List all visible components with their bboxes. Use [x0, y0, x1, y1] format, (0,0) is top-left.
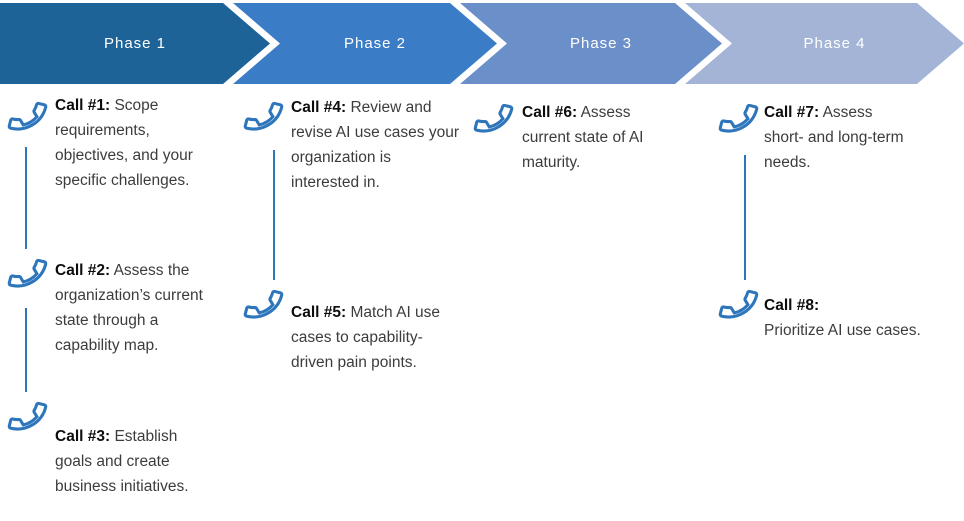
- call-5-label: Call #5:: [291, 304, 347, 321]
- phase-4-chevron: Phase 4: [685, 3, 964, 84]
- call-7-text: Call #7: Assess short- and long-term nee…: [764, 100, 914, 175]
- call-4-label: Call #4:: [291, 99, 347, 116]
- call-8-label: Call #8:: [764, 297, 820, 314]
- call-5-text: Call #5: Match AI use cases to capabilit…: [291, 300, 461, 375]
- call-3-text: Call #3: Establish goals and create busi…: [55, 424, 205, 499]
- phone-icon: [243, 101, 284, 131]
- connector-line: [25, 308, 27, 392]
- phone-icon: [7, 101, 48, 131]
- call-2-description: Assess the organization’s current state …: [55, 262, 203, 354]
- phase-3-chevron: Phase 3: [460, 3, 722, 84]
- phase-1-chevron: Phase 1: [0, 3, 270, 84]
- phase-2-label: Phase 2: [343, 35, 407, 52]
- connector-line: [744, 155, 746, 280]
- phase-2-chevron: Phase 2: [233, 3, 497, 84]
- call-3-label: Call #3:: [55, 428, 111, 445]
- call-8-text: Call #8: Prioritize AI use cases.: [764, 293, 924, 343]
- phone-icon: [243, 289, 284, 319]
- connector-line: [273, 150, 275, 280]
- call-7-label: Call #7:: [764, 104, 820, 121]
- call-6-label: Call #6:: [522, 104, 578, 121]
- call-4-text: Call #4: Review and revise AI use cases …: [291, 95, 461, 195]
- call-1-label: Call #1:: [55, 97, 111, 114]
- call-5-description: Match AI use cases to capability-driven …: [291, 304, 441, 371]
- call-7-description: Assess short- and long-term needs.: [764, 104, 904, 171]
- call-1-description: Scope requirements, objectives, and your…: [55, 97, 193, 189]
- call-2-text: Call #2: Assess the organization’s curre…: [55, 258, 213, 358]
- call-2-label: Call #2:: [55, 262, 111, 279]
- phase-4-label: Phase 4: [803, 35, 866, 52]
- call-6-text: Call #6: Assess current state of AI matu…: [522, 100, 682, 175]
- call-4-description: Review and revise AI use cases your orga…: [291, 99, 459, 191]
- phone-icon: [7, 258, 48, 288]
- call-8-description: Prioritize AI use cases.: [764, 322, 921, 339]
- phone-icon: [718, 103, 759, 133]
- phone-icon: [718, 289, 759, 319]
- connector-line: [25, 147, 27, 249]
- phase-1-label: Phase 1: [103, 35, 167, 52]
- call-1-text: Call #1: Scope requirements, objectives,…: [55, 93, 207, 193]
- call-3-description: Establish goals and create business init…: [55, 428, 189, 495]
- phone-icon: [473, 103, 514, 133]
- phase-3-label: Phase 3: [569, 35, 633, 52]
- call-6-description: Assess current state of AI maturity.: [522, 104, 644, 171]
- phone-icon: [7, 401, 48, 431]
